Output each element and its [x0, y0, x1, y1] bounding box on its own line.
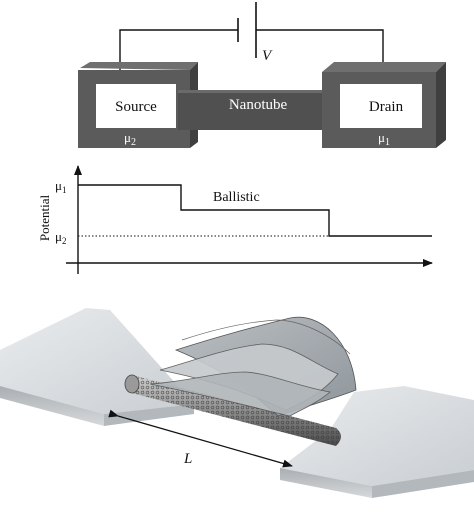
- y-axis-label: Potential: [37, 195, 52, 242]
- circuit-schematic: V Source μ2 Nanotube Drain μ1: [78, 2, 446, 148]
- left-contact-pad: [0, 308, 194, 426]
- device-illustration: L: [0, 308, 474, 498]
- drain-electrode: Drain μ1: [322, 62, 446, 148]
- drain-potential-label: μ1: [378, 130, 390, 148]
- tick-mu1: μ1: [55, 178, 66, 195]
- wavefunction-sheets: [149, 316, 357, 417]
- length-arrow: [108, 409, 293, 468]
- tick-mu2: μ2: [55, 229, 66, 246]
- voltage-label: V: [262, 48, 273, 64]
- ballistic-potential-curve: [78, 184, 432, 237]
- drain-label: Drain: [369, 99, 404, 115]
- ballistic-label: Ballistic: [213, 190, 260, 205]
- source-label: Source: [115, 99, 157, 115]
- nanotube-bar: Nanotube: [178, 90, 336, 130]
- length-label: L: [183, 451, 192, 467]
- nanotube-label: Nanotube: [229, 97, 288, 113]
- right-contact-pad: [280, 386, 474, 498]
- source-potential-label: μ2: [124, 130, 136, 148]
- potential-plot: Potential μ1 μ2 Ballistic: [37, 165, 433, 274]
